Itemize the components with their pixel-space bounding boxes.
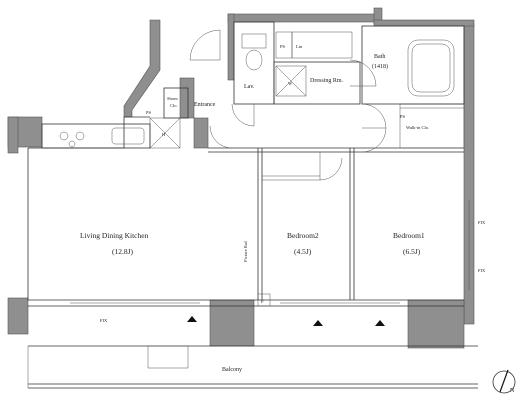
shoes-closet-label-2: Clo.	[170, 103, 178, 108]
north-label: N	[510, 388, 515, 394]
p-label: P	[261, 299, 264, 304]
ps-label-3: PS	[400, 114, 406, 119]
bedroom1-label: Bedroom1	[393, 231, 425, 240]
ps-label-2: PS	[280, 44, 286, 49]
w-label: W	[288, 81, 293, 86]
picture-rail-label: Picture Rail	[243, 240, 248, 262]
north-arrow-icon	[492, 369, 516, 394]
walkin-closet-label: Walk-in Clo.	[406, 125, 429, 130]
markers	[187, 316, 385, 326]
walls	[7, 7, 475, 349]
fix-right-label-2: FIX	[478, 268, 486, 273]
interior-lines	[27, 21, 478, 389]
bedroom2-label: Bedroom2	[287, 231, 319, 240]
fix-bottom-label: FIX	[100, 318, 108, 323]
bedroom1-size: (6.5J)	[403, 247, 421, 256]
stove	[59, 131, 85, 148]
bedroom2-size: (4.5J)	[294, 247, 312, 256]
ldk-size: (12.8J)	[112, 247, 134, 256]
fix-right-label-1: FIX	[478, 220, 486, 225]
bath-size: (1418)	[372, 63, 388, 70]
bath-label: Bath	[374, 54, 385, 60]
dressing-room-label: Dressing Rm.	[310, 78, 344, 84]
doors	[189, 29, 387, 181]
ldk-label: Living Dining Kitchen	[80, 231, 149, 240]
balcony-label: Balcony	[222, 367, 242, 373]
entrance-label: Entrance	[194, 102, 216, 108]
lin-label: Lin	[296, 44, 303, 49]
shoes-closet-label-1: Shoes	[167, 96, 178, 101]
h-label: H	[162, 132, 166, 137]
lav-label: Lav.	[244, 84, 255, 90]
ps-label-1: PS	[146, 110, 152, 115]
